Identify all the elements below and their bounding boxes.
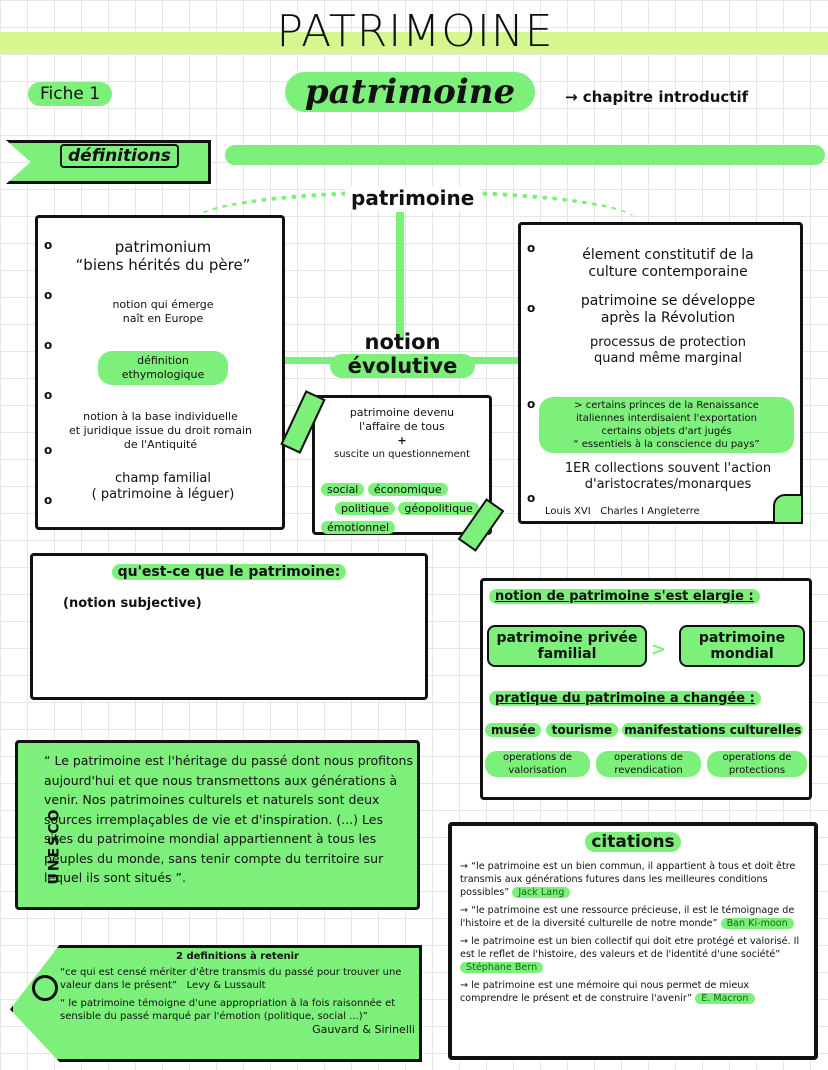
chapter-label: → chapitre introductif [565,88,749,106]
item: ( patrimoine à léguer) [91,487,235,502]
to-badge: patrimoine mondial [679,625,805,667]
item: Charles I Angleterre [600,506,700,517]
top-band [0,32,828,54]
item: notion qui émerge [112,298,214,311]
tag-economique: économique [367,483,448,496]
item: Louis XVI [545,506,591,517]
item: notion à la base individuelle [83,410,238,423]
center-evolution-box: patrimoine devenu l'affaire de tous + su… [312,395,492,535]
evolutive-title: évolutive [330,354,475,378]
item: culture contemporaine [588,264,748,280]
item: quand même marginal [594,351,742,366]
question-text: (notion subjective) [63,596,202,611]
enlarged-box: notion de patrimoine s'est elargie : pat… [480,578,812,800]
practice: tourisme [545,723,618,737]
item: patrimonium [114,238,212,256]
tag-social: social [321,483,365,496]
operation: operations de revendication [596,751,701,777]
notion-title: notion [364,330,441,354]
item: champ familial [114,471,212,486]
tag-string-icon [32,975,58,1001]
unesco-box: UNESCO “ Le patrimoine est l'héritage du… [15,740,420,910]
green-rule [225,145,825,165]
item: ethymologique [121,368,205,381]
tag-quote: “ce qui est censé mériter d'être transmi… [60,967,402,991]
page-title: PATRIMOINE [276,6,554,57]
question-box: qu'est-ce que le patrimoine: (notion sub… [30,553,428,700]
definitions-tag [10,945,422,1062]
arrow-icon: > [651,639,667,660]
citations-box: citations → “le patrimoine est un bien c… [448,822,818,1060]
tag-politique: politique [335,502,395,515]
tag-author: Levy & Lussault [186,980,266,991]
page-subtitle: patrimoine [285,72,535,112]
item: certains objets d'art jugés [601,426,732,437]
practice: manifestations culturelles [622,723,804,737]
item: “biens hérités du père” [75,256,251,274]
tag-quote: “ le patrimoine témoigne d'une appropria… [60,998,396,1022]
item: de l'Antiquité [123,438,198,451]
tag-title: 2 definitions à retenir [176,951,299,962]
item: “ essentiels à la conscience du pays” [573,439,760,450]
citation: → “le patrimoine est une ressource préci… [460,905,795,929]
plus: + [397,434,407,447]
unesco-quote: “ Le patrimoine est l'héritage du passé … [44,753,413,885]
item: patrimoine se développe [580,293,756,309]
item: après la Révolution [600,310,736,326]
enlarged-title: notion de patrimoine s'est elargie : [489,589,760,604]
vertical-arrow [396,212,404,340]
center-topic: patrimoine [345,186,481,210]
item: et juridique issue du droit romain [69,424,252,437]
practice: musée [485,723,542,737]
line: patrimoine devenu [349,406,455,419]
line: suscite un questionnement [334,449,470,460]
item: 1ER collections souvent l'action [564,461,772,476]
line: l'affaire de tous [359,420,445,433]
item: d'aristocrates/monarques [584,477,752,492]
item: naît en Europe [122,312,204,325]
item: > certains princes de la Renaissance [574,400,759,411]
item: définition [137,354,189,367]
practice-title: pratique du patrimoine a changée : [489,691,761,706]
fiche-label: Fiche 1 [28,82,113,106]
tag-geopolitique: géopolitique [398,502,479,515]
item: italiennes interdisaient l'exportation [576,413,757,424]
citation: → le patrimoine est un bien collectif qu… [460,936,800,973]
citations-title: citations [585,832,681,852]
from-badge: patrimoine privée familial [487,625,647,667]
operation: operations de protections [707,751,807,777]
item: élement constitutif de la [582,247,754,263]
citation: → “le patrimoine est un bien commun, il … [460,861,796,898]
definitions-heading: définitions [60,144,179,168]
question-title: qu'est-ce que le patrimoine: [111,564,347,580]
item: processus de protection [590,335,746,350]
citation: → le patrimoine est une mémoire qui nous… [460,979,810,1005]
page-curl [773,494,803,524]
operation: operations de valorisation [485,751,590,777]
tag-author: Gauvard & Sirinelli [312,1023,415,1036]
tag-emotionnel: émotionnel [321,521,396,534]
